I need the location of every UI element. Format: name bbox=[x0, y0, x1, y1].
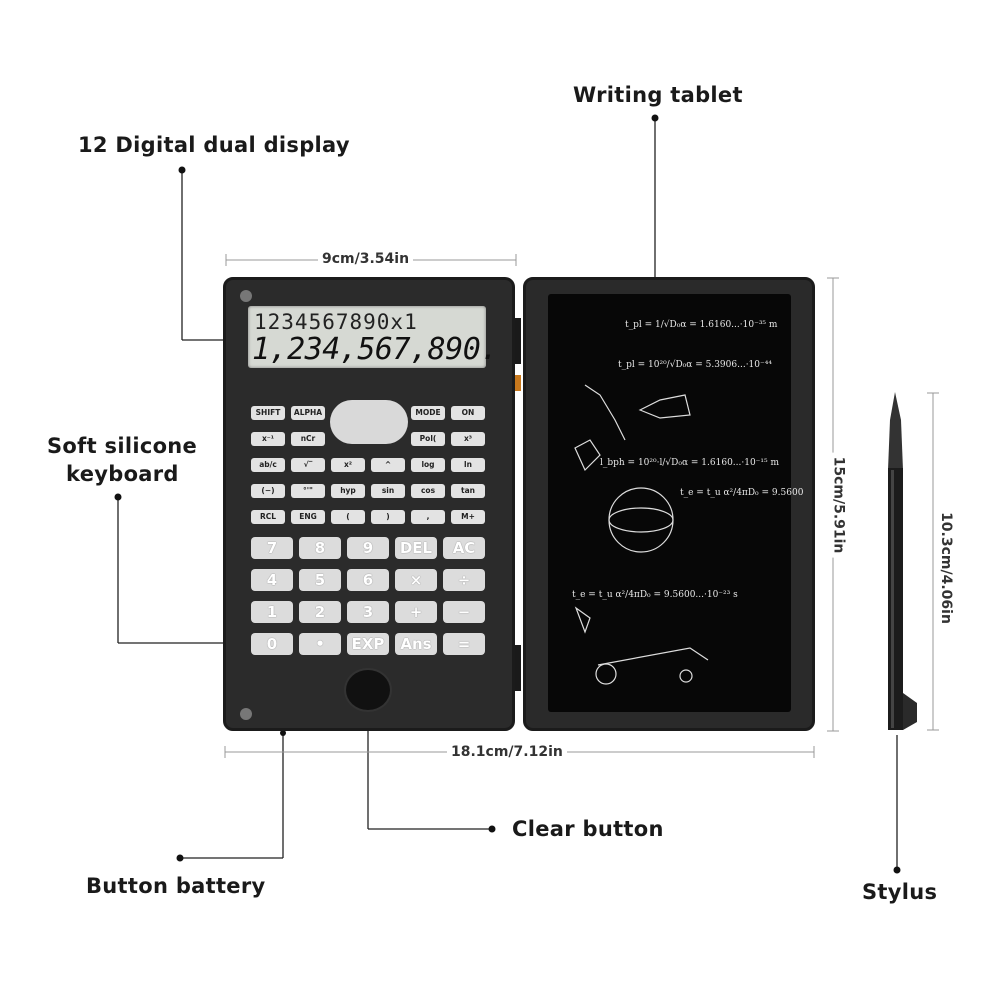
function-key[interactable]: °'" bbox=[291, 484, 325, 498]
number-key[interactable]: 8 bbox=[299, 537, 341, 559]
number-key[interactable]: 2 bbox=[299, 601, 341, 623]
function-key[interactable]: cos bbox=[411, 484, 445, 498]
function-key[interactable]: x³ bbox=[451, 432, 485, 446]
function-key[interactable]: √‾ bbox=[291, 458, 325, 472]
number-key[interactable]: EXP bbox=[347, 633, 389, 655]
calc-width-label: 9cm/3.54in bbox=[318, 251, 414, 267]
tablet-note: t_pl = 1/√D₀α = 1.6160...·10⁻³⁵ m bbox=[625, 320, 778, 330]
function-key[interactable]: hyp bbox=[331, 484, 365, 498]
screw-icon bbox=[240, 290, 252, 302]
function-key[interactable]: ALPHA bbox=[291, 406, 325, 420]
tablet-note: l_bph = 10²⁰·l/√D₀α = 1.6160...·10⁻¹⁵ m bbox=[600, 458, 780, 468]
number-key[interactable]: DEL bbox=[395, 537, 437, 559]
function-key[interactable]: x² bbox=[331, 458, 365, 472]
number-key[interactable]: AC bbox=[443, 537, 485, 559]
function-key[interactable]: ^ bbox=[371, 458, 405, 472]
function-key[interactable]: ln bbox=[451, 458, 485, 472]
function-key[interactable]: (−) bbox=[251, 484, 285, 498]
dpad-button[interactable] bbox=[330, 400, 408, 444]
clear-button-label: Clear button bbox=[512, 817, 664, 841]
number-key[interactable]: − bbox=[443, 601, 485, 623]
number-key[interactable]: 7 bbox=[251, 537, 293, 559]
function-key[interactable]: sin bbox=[371, 484, 405, 498]
stylus-label: Stylus bbox=[862, 880, 938, 904]
number-key[interactable]: • bbox=[299, 633, 341, 655]
function-key[interactable]: log bbox=[411, 458, 445, 472]
lcd-top-line: 1234567890x1 bbox=[254, 310, 418, 334]
function-key[interactable]: Pol( bbox=[411, 432, 445, 446]
function-key[interactable]: MODE bbox=[411, 406, 445, 420]
number-key[interactable]: 5 bbox=[299, 569, 341, 591]
button-battery-label: Button battery bbox=[86, 874, 266, 898]
number-key[interactable]: × bbox=[395, 569, 437, 591]
writing-tablet-label: Writing tablet bbox=[573, 83, 743, 107]
stylus-drawing bbox=[888, 392, 917, 730]
function-key[interactable]: , bbox=[411, 510, 445, 524]
number-key[interactable]: ÷ bbox=[443, 569, 485, 591]
function-key[interactable]: ENG bbox=[291, 510, 325, 524]
tablet-note: t_e = t_u α²/4πD₀ = 9.5600 bbox=[680, 488, 804, 498]
keyboard-label-line1: Soft silicone bbox=[47, 434, 198, 458]
tablet-note: t_pl = 10²⁰/√D₀α = 5.3906...·10⁻⁴⁴ bbox=[618, 360, 772, 370]
lcd-bottom-line: 1,234,567,890. bbox=[252, 332, 498, 367]
screw-icon bbox=[240, 708, 252, 720]
lcd-display bbox=[248, 306, 486, 368]
function-key[interactable]: ON bbox=[451, 406, 485, 420]
function-key[interactable]: ( bbox=[331, 510, 365, 524]
number-key[interactable]: = bbox=[443, 633, 485, 655]
function-key[interactable]: tan bbox=[451, 484, 485, 498]
writing-screen[interactable] bbox=[548, 294, 791, 712]
digital-display-label: 12 Digital dual display bbox=[78, 133, 350, 157]
function-key[interactable]: x⁻¹ bbox=[251, 432, 285, 446]
keyboard-label-line2: keyboard bbox=[66, 462, 179, 486]
function-key[interactable]: ab/c bbox=[251, 458, 285, 472]
number-key[interactable]: 4 bbox=[251, 569, 293, 591]
number-key[interactable]: 9 bbox=[347, 537, 389, 559]
number-key[interactable]: 3 bbox=[347, 601, 389, 623]
number-key[interactable]: + bbox=[395, 601, 437, 623]
total-width-label: 18.1cm/7.12in bbox=[447, 744, 567, 760]
function-key[interactable]: RCL bbox=[251, 510, 285, 524]
number-key[interactable]: Ans bbox=[395, 633, 437, 655]
function-key[interactable]: ) bbox=[371, 510, 405, 524]
number-key[interactable]: 6 bbox=[347, 569, 389, 591]
clear-button[interactable] bbox=[346, 670, 390, 710]
function-key[interactable]: SHIFT bbox=[251, 406, 285, 420]
tablet-note: t_e = t_u α²/4πD₀ = 9.5600...·10⁻²³ s bbox=[572, 590, 738, 600]
function-key[interactable]: M+ bbox=[451, 510, 485, 524]
function-key[interactable]: nCr bbox=[291, 432, 325, 446]
number-key[interactable]: 0 bbox=[251, 633, 293, 655]
number-key[interactable]: 1 bbox=[251, 601, 293, 623]
